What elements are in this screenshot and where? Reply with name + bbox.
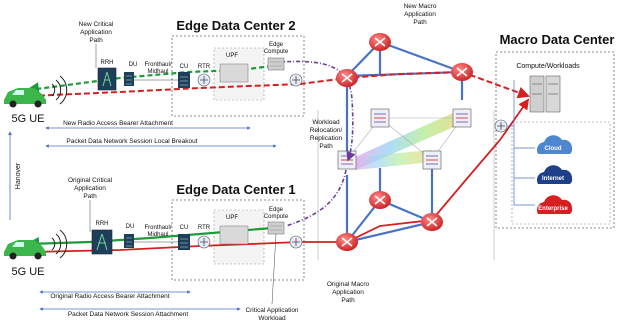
upf-label-1: UPF [226, 215, 238, 221]
rtr-label-2: RTR [198, 64, 211, 70]
upf-device-2 [219, 63, 249, 83]
switch-icon [452, 108, 472, 128]
edge-dc2-title: Edge Data Center 2 [176, 18, 295, 33]
svg-text:Application: Application [332, 289, 364, 296]
orig-rab-label: Original Radio Access Bearer Attachment [50, 293, 169, 300]
router-icon [369, 191, 391, 209]
new-critical-annotation: New Critical Application Path [79, 21, 114, 44]
relocation-annotation: Workload Relocation/ Replication Path [310, 119, 343, 150]
rrh-label-2: RRH [101, 60, 114, 66]
macro-internal-links [507, 80, 535, 206]
new-rab-label: New Radio Access Bearer Attachment [63, 120, 173, 127]
du-icon-1 [124, 234, 134, 248]
relocation-path-top [277, 60, 356, 162]
svg-text:Application: Application [80, 29, 112, 36]
fronthaul-label-1a: Fronthaul/ [144, 225, 171, 231]
edge-compute-icon-2 [267, 57, 285, 71]
svg-text:Path: Path [83, 193, 97, 200]
fronthaul-label-2b: Midhaul [147, 69, 168, 75]
fronthaul-label-1b: Midhaul [147, 232, 168, 238]
cloud-icon: Cloud [536, 135, 573, 154]
handover-label: Hanover [15, 162, 22, 189]
upf-label-2: UPF [226, 53, 238, 59]
cu-label-2: CU [180, 64, 189, 70]
edge-dc1-title: Edge Data Center 1 [176, 182, 295, 197]
edge-compute-label-1b: Compute [264, 214, 289, 220]
svg-text:Relocation/: Relocation/ [310, 127, 343, 134]
ue-label-bottom: 5G UE [11, 266, 44, 278]
compute-workloads-label: Compute/Workloads [516, 63, 580, 70]
rrh-icon-2 [97, 67, 117, 91]
macro-dc-title: Macro Data Center [500, 32, 615, 47]
new-macro-path [29, 70, 530, 99]
du-label-2: DU [129, 62, 138, 68]
original-critical-annotation: Original Critical Application Path [68, 177, 113, 200]
svg-text:New Macro: New Macro [404, 3, 437, 10]
rtr-icon-2b [289, 73, 303, 87]
upf-device-1 [219, 225, 249, 245]
switch-icon [422, 150, 442, 170]
svg-text:Path: Path [413, 19, 427, 26]
pdn-local-label: Packet Data Network Session Local Breako… [66, 138, 197, 145]
signal-waves-top [51, 75, 68, 105]
svg-text:Original Macro: Original Macro [327, 281, 370, 288]
cu-label-1: CU [180, 225, 189, 231]
rtr-icon-1 [197, 235, 211, 249]
enterprise-label: Enterprise [538, 206, 568, 212]
svg-text:Workload: Workload [312, 119, 340, 126]
rrh-icon-1 [91, 229, 113, 255]
critical-workload-annotation: Critical Application Workload [245, 307, 298, 322]
edge-compute-icon-1 [267, 221, 285, 235]
routers [336, 33, 473, 251]
critical-workload-leader [271, 233, 277, 305]
edge-compute-label-2a: Edge [269, 42, 284, 48]
du-label-1: DU [126, 224, 135, 230]
svg-text:Application: Application [404, 11, 436, 18]
ue-label-top: 5G UE [11, 113, 44, 125]
fronthaul-label-2a: Fronthaul/ [144, 62, 171, 68]
car-icon-bottom [4, 240, 46, 260]
switch-icon [337, 150, 357, 170]
svg-text:Critical Application: Critical Application [245, 307, 298, 314]
router-icon [451, 63, 473, 81]
replication-band [355, 108, 470, 170]
signal-waves-bottom [51, 229, 68, 259]
du-icon-2 [124, 72, 134, 86]
svg-text:Path: Path [341, 297, 355, 304]
pdn-attach-label: Packet Data Network Session Attachment [68, 311, 189, 318]
router-icon [369, 33, 391, 51]
cu-icon-1 [178, 234, 190, 250]
svg-text:Path: Path [319, 143, 333, 150]
svg-text:Original Critical: Original Critical [68, 177, 113, 184]
enterprise-cloud-icon: Enterprise [536, 195, 573, 214]
router-icon [336, 69, 358, 87]
svg-text:Path: Path [89, 37, 103, 44]
server-icon [529, 75, 561, 113]
svg-text:Replication: Replication [310, 135, 343, 142]
car-icon-top [4, 88, 46, 108]
svg-text:Workload: Workload [258, 315, 286, 322]
edge-compute-label-1a: Edge [269, 207, 284, 213]
internet-label: Internet [542, 176, 564, 182]
cloud-label: Cloud [545, 146, 562, 152]
svg-text:Application: Application [74, 185, 106, 192]
edge-compute-label-2b: Compute [264, 49, 289, 55]
rtr-label-1: RTR [198, 225, 211, 231]
original-macro-path [29, 98, 530, 253]
router-icon [336, 233, 358, 251]
macro-router-icon [494, 119, 508, 133]
cu-icon-2 [178, 72, 190, 88]
rrh-label-1: RRH [96, 221, 109, 227]
switch-icon [370, 108, 390, 128]
svg-text:New Critical: New Critical [79, 21, 114, 28]
router-icon [421, 213, 443, 231]
internet-cloud-icon: Internet [536, 165, 573, 184]
new-macro-annotation: New Macro Application Path [404, 3, 437, 26]
original-macro-annotation: Original Macro Application Path [327, 281, 370, 304]
rtr-icon-2 [197, 73, 211, 87]
rtr-icon-1b [289, 235, 303, 249]
